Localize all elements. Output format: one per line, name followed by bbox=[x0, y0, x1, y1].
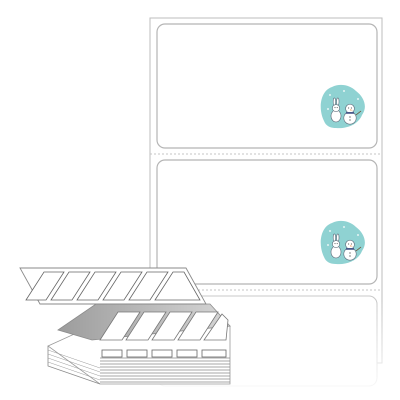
top-sheet-labels bbox=[25, 271, 201, 301]
folded-section-labels bbox=[99, 311, 229, 341]
snowman-and-bunny-icon bbox=[320, 84, 365, 129]
label-1 bbox=[156, 23, 378, 149]
label-2 bbox=[156, 159, 378, 285]
fanfold-stack bbox=[19, 267, 231, 385]
snowman-and-bunny-icon bbox=[320, 220, 365, 265]
stack-top-labels bbox=[101, 349, 227, 358]
